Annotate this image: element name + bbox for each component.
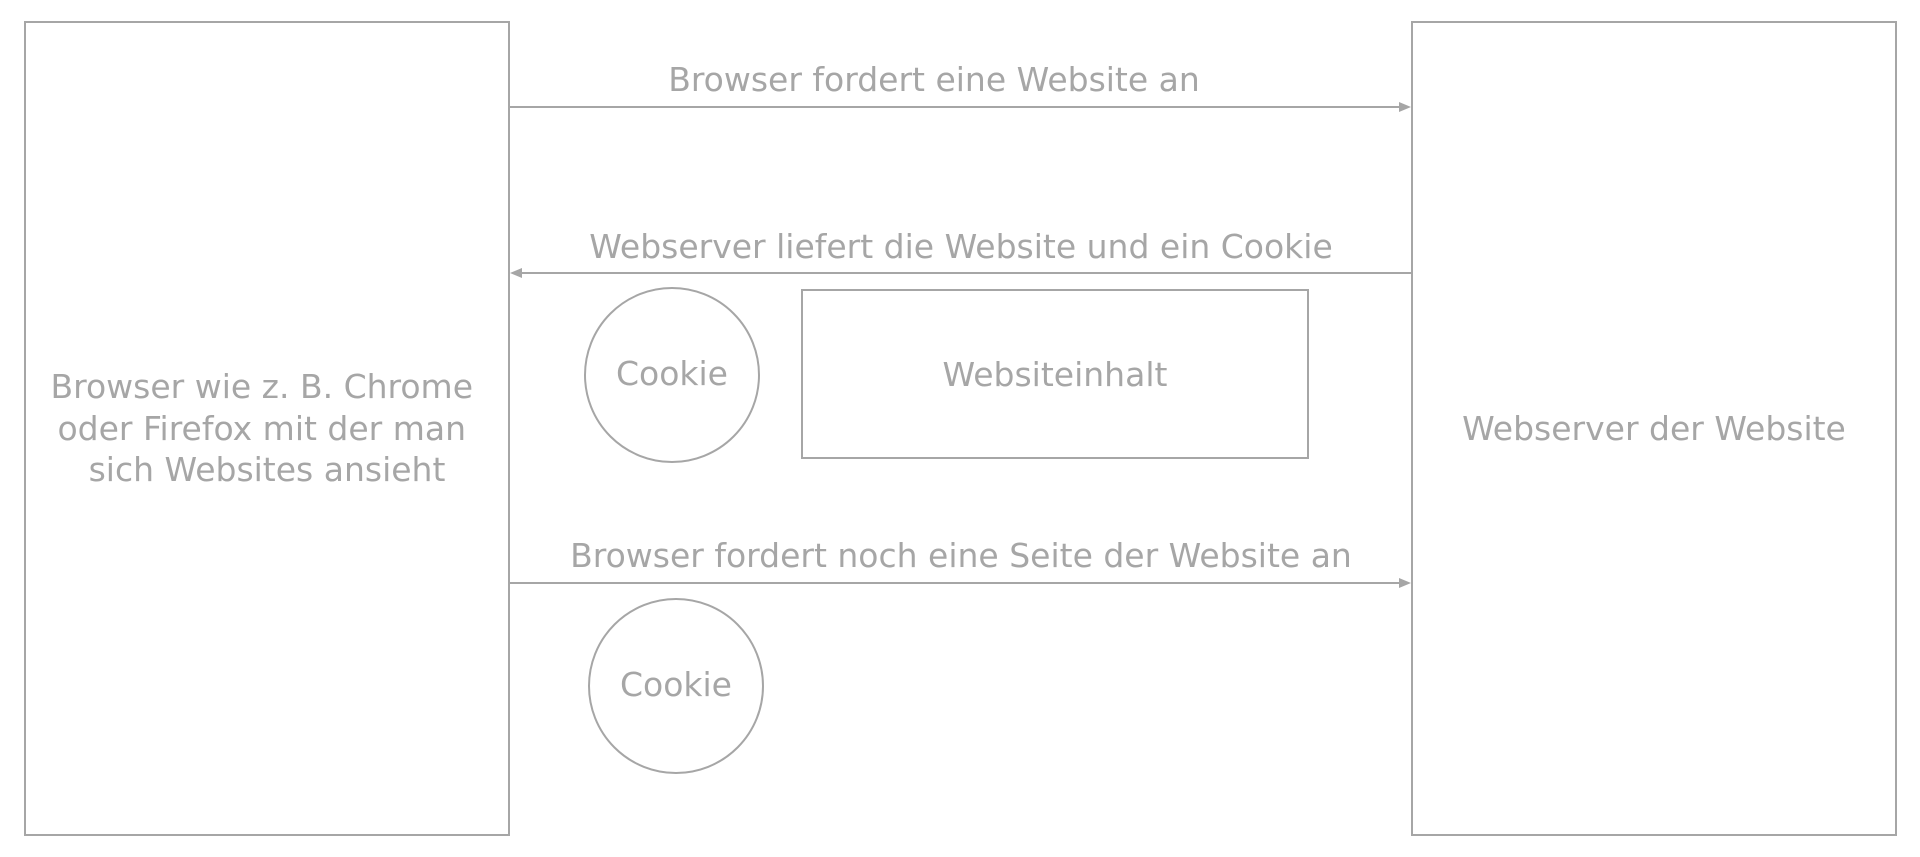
website-content: Websiteinhalt bbox=[801, 289, 1309, 459]
browser-box bbox=[24, 21, 510, 836]
cookie-1-label: Cookie bbox=[616, 354, 728, 393]
browser-label: Browser wie z. B. Chrome oder Firefox mi… bbox=[50, 367, 483, 489]
server-node: Webserver der Website bbox=[1411, 21, 1897, 836]
response-arrow-head bbox=[510, 268, 522, 278]
cookie-1-circle bbox=[584, 287, 760, 463]
request-arrow-1: Browser fordert eine Website an bbox=[510, 60, 1411, 112]
browser-label-line-3: sich Websites ansieht bbox=[89, 450, 446, 489]
request-arrow-1-label: Browser fordert eine Website an bbox=[668, 60, 1200, 99]
response-arrow-label: Webserver liefert die Website und ein Co… bbox=[589, 227, 1333, 266]
cookie-2-circle bbox=[588, 598, 764, 774]
cookie-2-label: Cookie bbox=[620, 665, 732, 704]
request-arrow-1-head bbox=[1399, 102, 1411, 112]
website-content-box bbox=[801, 289, 1309, 459]
request-arrow-2-head bbox=[1399, 578, 1411, 588]
browser-label-line-2: oder Firefox mit der man bbox=[57, 409, 466, 448]
response-arrow: Webserver liefert die Website und ein Co… bbox=[510, 227, 1411, 278]
server-box bbox=[1411, 21, 1897, 836]
server-label: Webserver der Website bbox=[1462, 409, 1846, 448]
cookie-2: Cookie bbox=[588, 598, 764, 774]
cookie-1: Cookie bbox=[584, 287, 760, 463]
request-arrow-2: Browser fordert noch eine Seite der Webs… bbox=[510, 536, 1411, 588]
request-arrow-2-label: Browser fordert noch eine Seite der Webs… bbox=[570, 536, 1352, 575]
website-content-label: Websiteinhalt bbox=[943, 355, 1168, 394]
browser-node: Browser wie z. B. Chrome oder Firefox mi… bbox=[24, 21, 510, 836]
browser-label-line-1: Browser wie z. B. Chrome bbox=[50, 367, 473, 406]
